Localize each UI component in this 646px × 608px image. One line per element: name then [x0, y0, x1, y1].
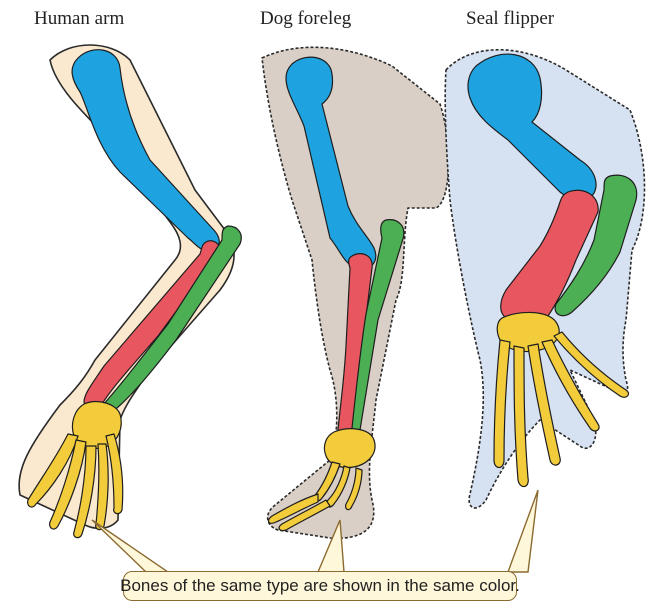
caption-callout: Bones of the same type are shown in the …: [123, 571, 517, 601]
pointer-to-seal: [508, 490, 538, 572]
pointer-to-human: [92, 520, 168, 572]
human-arm: [19, 45, 241, 538]
caption-text: Bones of the same type are shown in the …: [120, 576, 520, 596]
dog-foreleg: [262, 47, 449, 538]
human-ulna: [101, 226, 242, 415]
human-radius: [84, 241, 220, 409]
seal-flipper: [445, 50, 644, 508]
